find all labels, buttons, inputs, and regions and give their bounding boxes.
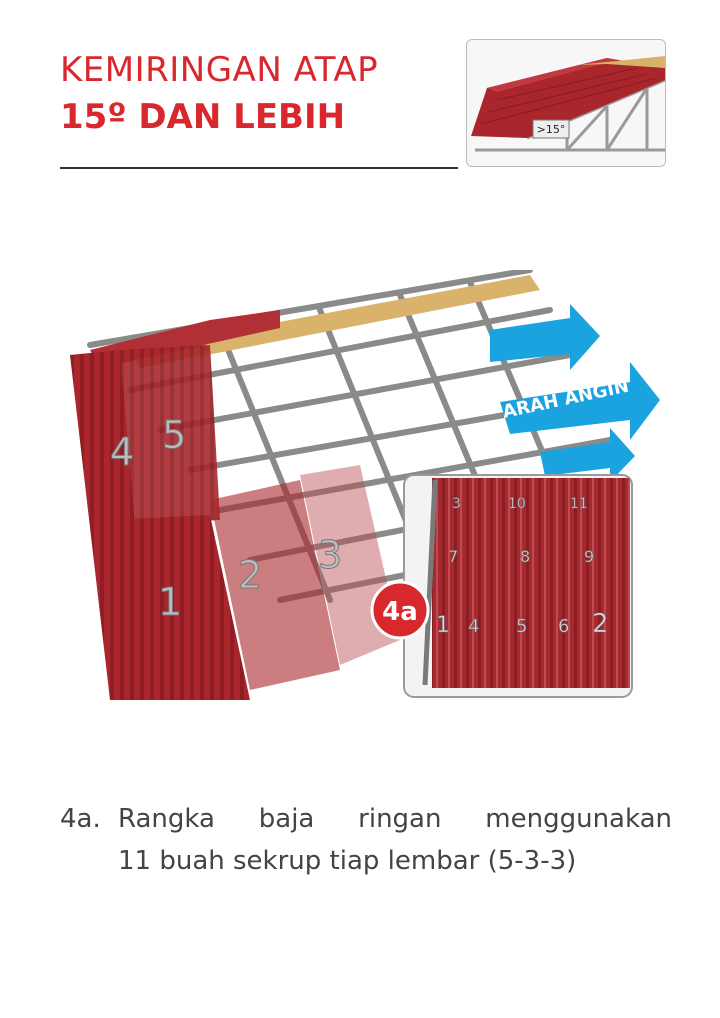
detail-badge-label: 4a <box>382 597 418 627</box>
screw-number-11: 11 <box>570 496 588 512</box>
screw-number-1: 1 <box>436 613 450 638</box>
sheet-label-1: 1 <box>158 580 182 624</box>
detail-badge <box>370 580 430 640</box>
title-line-1: KEMIRINGAN ATAP <box>60 50 379 90</box>
caption-line-2: 11 buah sekrup tiap lembar (5-3-3) <box>118 846 577 876</box>
screw-number-8: 8 <box>520 547 530 566</box>
title-line-2: 15º DAN LEBIH <box>60 97 346 137</box>
screw-number-4: 4 <box>468 616 479 637</box>
screw-number-5: 5 <box>516 616 527 637</box>
caption-line-1: Rangka baja ringan menggunakan <box>118 804 672 834</box>
screw-number-2: 2 <box>592 609 609 639</box>
caption: 4a. Rangka baja ringan menggunakan 11 bu… <box>60 798 672 882</box>
title-divider <box>60 167 458 169</box>
sheet-label-5: 5 <box>162 413 186 457</box>
caption-number: 4a. <box>60 804 101 834</box>
screw-number-9: 9 <box>584 547 594 566</box>
screw-number-10: 10 <box>508 496 526 512</box>
angle-label: >15° <box>537 123 566 136</box>
sheet-label-2: 2 <box>238 553 262 597</box>
detail-inset: 3 10 11 7 8 9 1 4 5 6 2 <box>403 474 633 698</box>
wind-arrows <box>490 304 660 482</box>
sheet-label-3: 3 <box>318 533 342 577</box>
screw-number-6: 6 <box>558 616 569 637</box>
screw-number-3: 3 <box>452 496 461 512</box>
sheet-label-4: 4 <box>110 430 134 474</box>
roof-slope-thumbnail: >15° <box>466 39 666 167</box>
roof-installation-illustration: 4 5 1 2 3 ARAH ANGIN 3 10 11 7 8 <box>70 267 670 710</box>
screw-number-7: 7 <box>448 547 458 566</box>
